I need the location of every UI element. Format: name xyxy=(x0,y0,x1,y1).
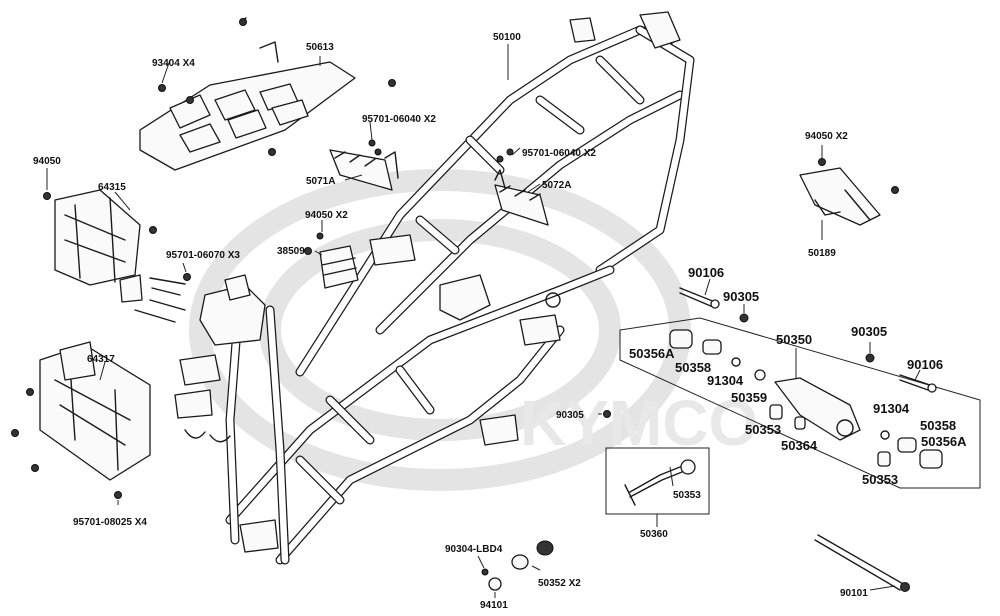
label-50359: 50359 xyxy=(731,390,767,405)
label-95701-06040-right: 95701-06040 X2 xyxy=(522,148,596,159)
bushings-50352 xyxy=(481,540,554,591)
bracket-50189 xyxy=(799,158,899,226)
footrest-5071A xyxy=(329,139,399,191)
nut-90305-mid xyxy=(603,410,611,418)
pin-90106-top xyxy=(679,287,749,323)
floor-plate-50613 xyxy=(139,17,396,171)
label-94050-x2-right: 94050 X2 xyxy=(805,131,848,142)
label-50356A-left: 50356A xyxy=(629,346,675,361)
label-95701-06070: 95701-06070 X3 xyxy=(166,250,240,261)
footrest-5072A xyxy=(494,148,549,226)
label-50613: 50613 xyxy=(306,42,334,53)
label-50364: 50364 xyxy=(781,438,818,453)
label-50360: 50360 xyxy=(640,529,668,540)
label-50356A-right: 50356A xyxy=(921,434,967,449)
label-90304-LBD4: 90304-LBD4 xyxy=(445,544,503,555)
label-91304-right: 91304 xyxy=(873,401,910,416)
label-38509: 38509 xyxy=(277,246,305,257)
label-95701-08025: 95701-08025 X4 xyxy=(73,517,147,528)
label-5072A: 5072A xyxy=(542,180,571,191)
label-90101: 90101 xyxy=(840,588,868,599)
label-50352: 50352 X2 xyxy=(538,578,581,589)
label-91304-left: 91304 xyxy=(707,373,744,388)
main-frame xyxy=(174,11,695,565)
label-50353-box: 50353 xyxy=(673,490,701,501)
bracket-38509 xyxy=(304,232,359,289)
link-box-50360 xyxy=(605,447,710,515)
label-50189: 50189 xyxy=(808,248,836,259)
label-90305-right: 90305 xyxy=(851,324,887,339)
label-94101: 94101 xyxy=(480,600,508,611)
label-90106-right: 90106 xyxy=(907,357,943,372)
label-50353-right: 50353 xyxy=(862,472,898,487)
label-90106-top: 90106 xyxy=(688,265,724,280)
label-50358-right: 50358 xyxy=(920,418,956,433)
label-50358-left: 50358 xyxy=(675,360,711,375)
watermark-text: KYMCO xyxy=(520,387,758,459)
label-50353-left: 50353 xyxy=(745,422,781,437)
axle-90101 xyxy=(814,534,910,592)
part-labels: 50613 93404 X4 50100 94050 64315 95701-0… xyxy=(33,32,967,611)
label-95701-06040-left: 95701-06040 X2 xyxy=(362,114,436,125)
label-50350: 50350 xyxy=(776,332,812,347)
bracket-64317 xyxy=(11,341,151,499)
label-90305-top: 90305 xyxy=(723,289,759,304)
label-5071A: 5071A xyxy=(306,176,335,187)
bracket-64315 xyxy=(43,189,157,303)
leader-lines xyxy=(46,44,921,598)
label-94050: 94050 xyxy=(33,156,61,167)
label-94050-x2-mid: 94050 X2 xyxy=(305,210,348,221)
label-93404: 93404 X4 xyxy=(152,58,195,69)
assembly-box-50350 xyxy=(619,317,981,489)
bolts-95701-06070 xyxy=(134,273,191,323)
label-50100: 50100 xyxy=(493,32,521,43)
label-90305-mid: 90305 xyxy=(556,410,584,421)
label-64315: 64315 xyxy=(98,182,126,193)
label-64317: 64317 xyxy=(87,354,115,365)
